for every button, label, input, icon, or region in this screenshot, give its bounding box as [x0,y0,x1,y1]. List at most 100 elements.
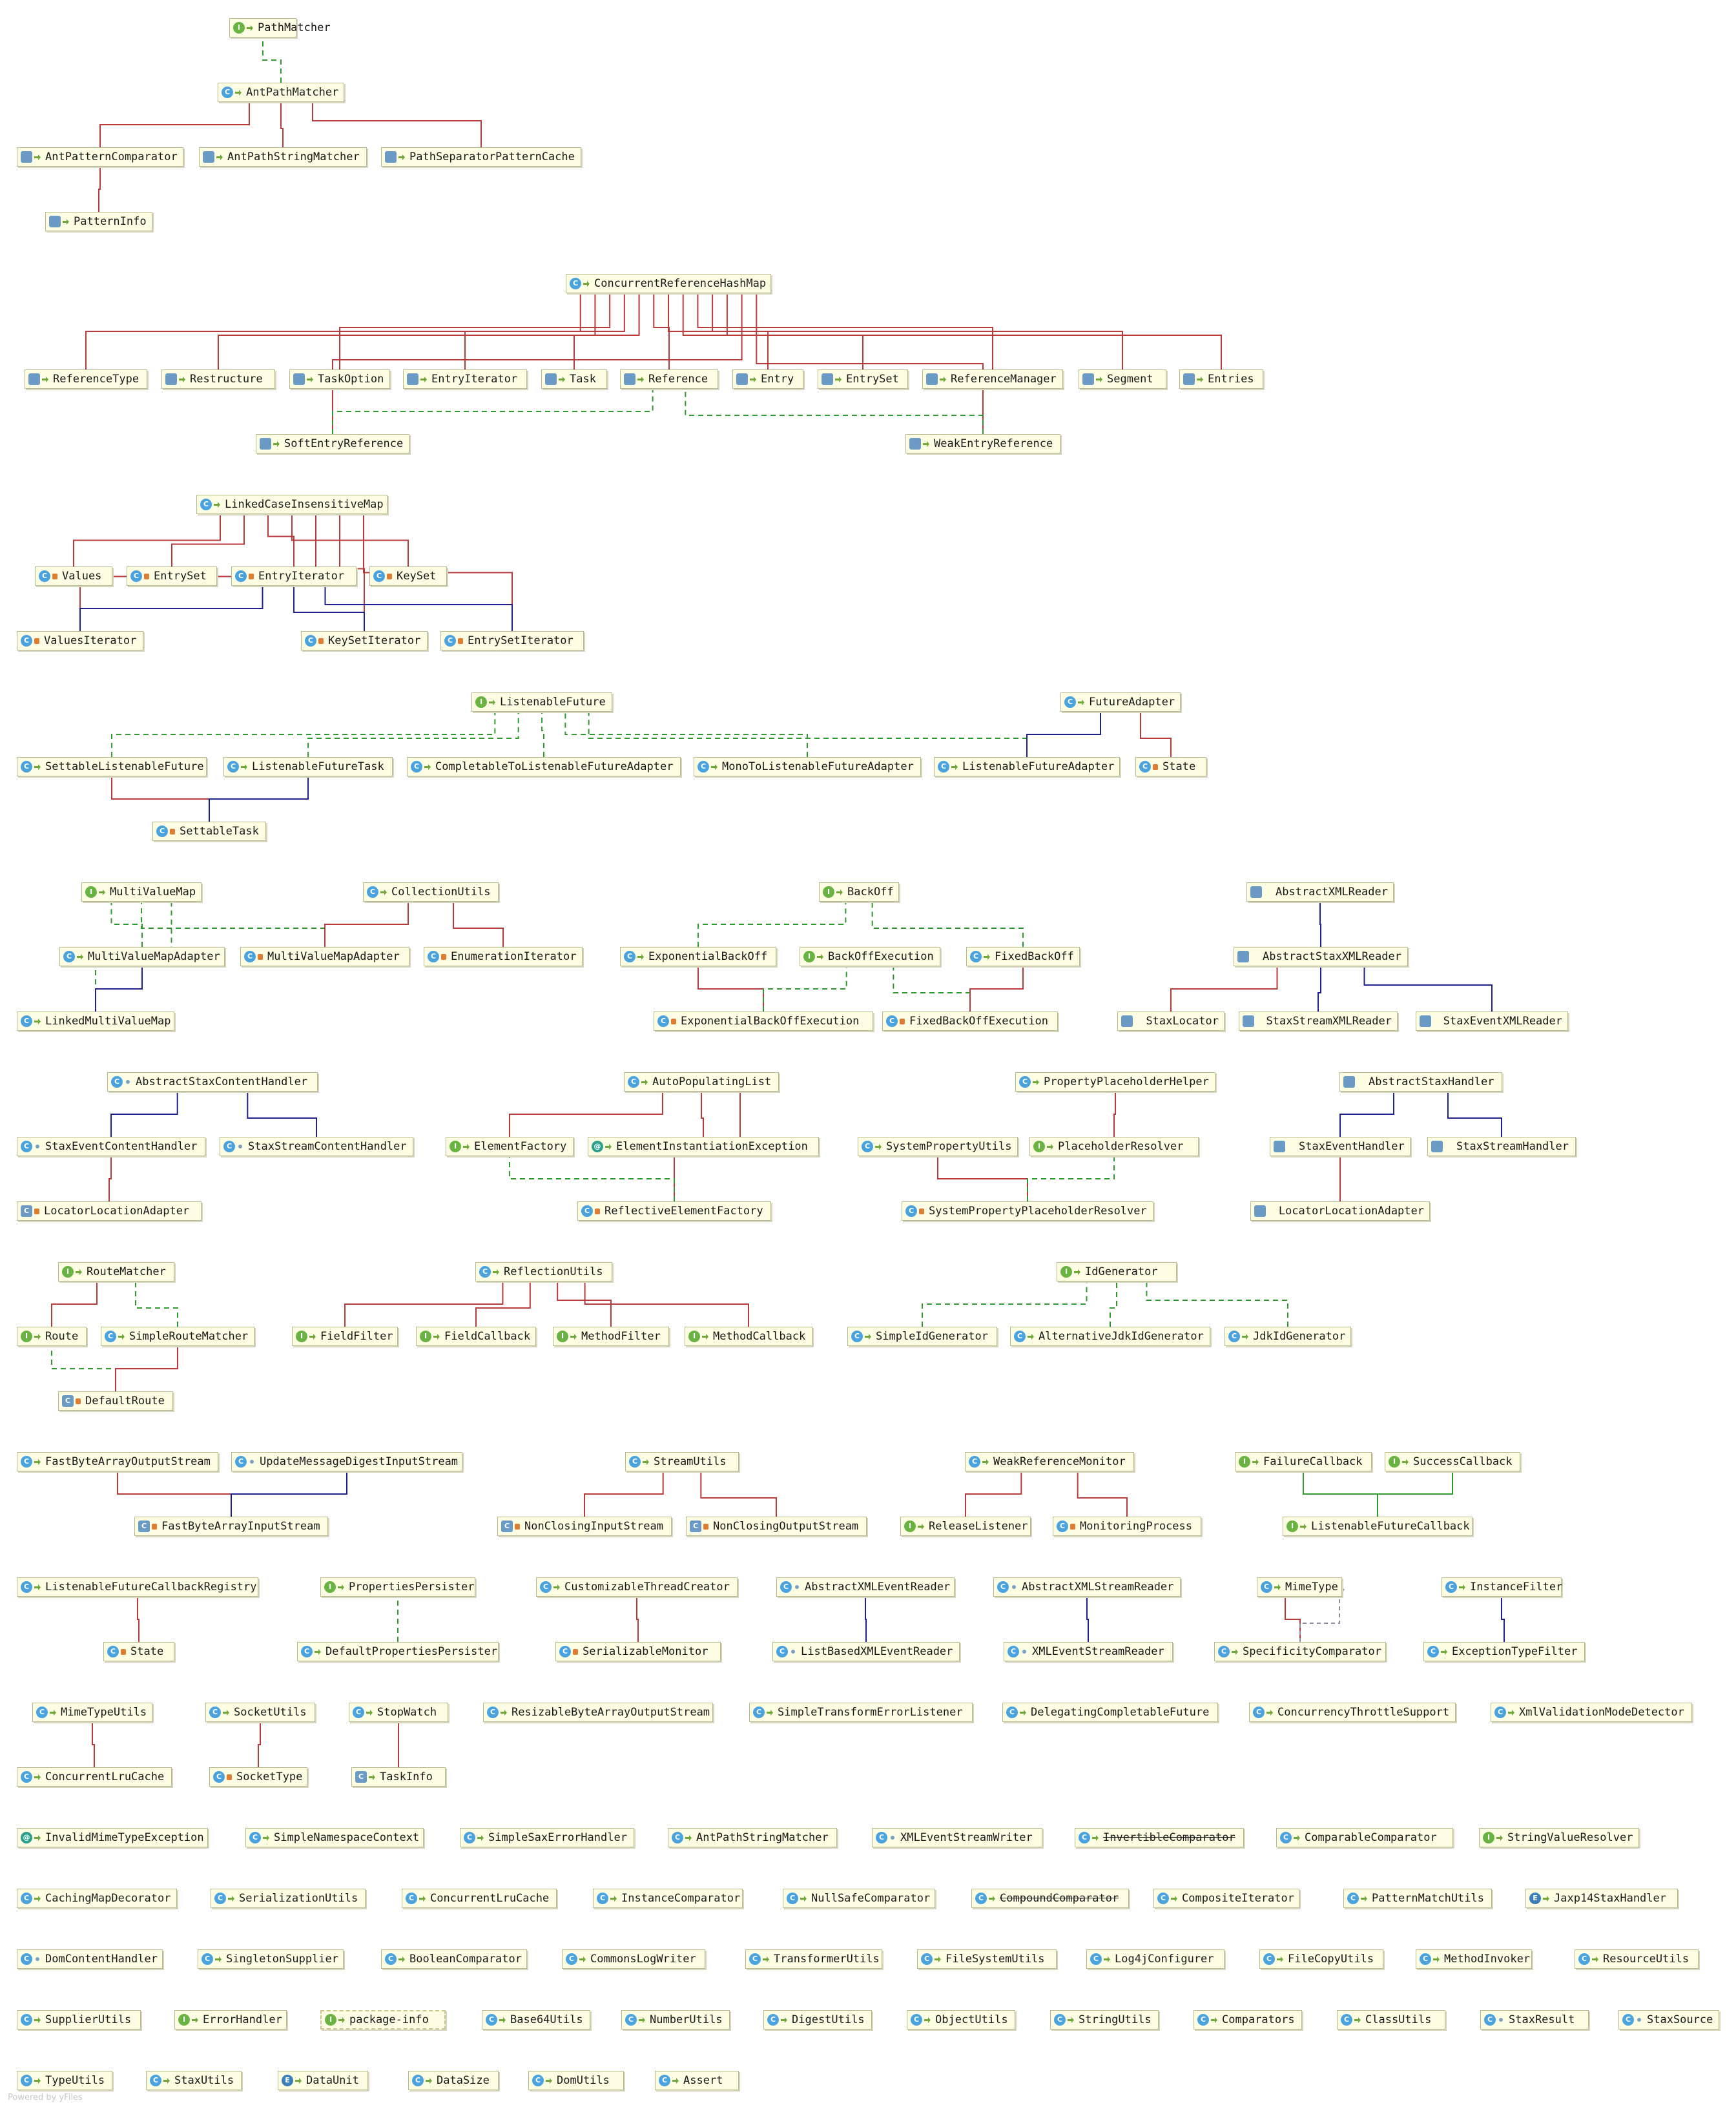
class-node-patterninfo[interactable]: PatternInfo [45,212,152,231]
class-node-abstractxmlreader[interactable]: AbstractXMLReader [1246,882,1394,902]
class-node-entryiterator1[interactable]: EntryIterator [403,369,527,389]
class-node-entryset1[interactable]: EntrySet [818,369,908,389]
class-node-locatorlocationadapter2[interactable]: LocatorLocationAdapter [1250,1201,1430,1221]
class-node-weakentryreference[interactable]: WeakEntryReference [905,434,1060,453]
class-node-staxstreamhandler[interactable]: StaxStreamHandler [1427,1137,1576,1156]
class-node-pathseparatorpatterncache[interactable]: PathSeparatorPatternCache [381,147,581,167]
class-node-elementinstantiationexception[interactable]: @ElementInstantiationException [588,1137,819,1156]
class-node-invalidmimetypeexception[interactable]: @InvalidMimeTypeException [17,1828,208,1847]
class-node-referencemanager[interactable]: ReferenceManager [922,369,1063,389]
class-node-reference[interactable]: Reference [620,369,718,389]
class-node-entries[interactable]: Entries [1179,369,1263,389]
class-node-staxeventhandler[interactable]: StaxEventHandler [1270,1137,1410,1156]
class-node-abstractstaxxmlreader[interactable]: AbstractStaxXMLReader [1234,947,1408,966]
class-node-staxeventxmlreader[interactable]: StaxEventXMLReader [1416,1012,1568,1031]
